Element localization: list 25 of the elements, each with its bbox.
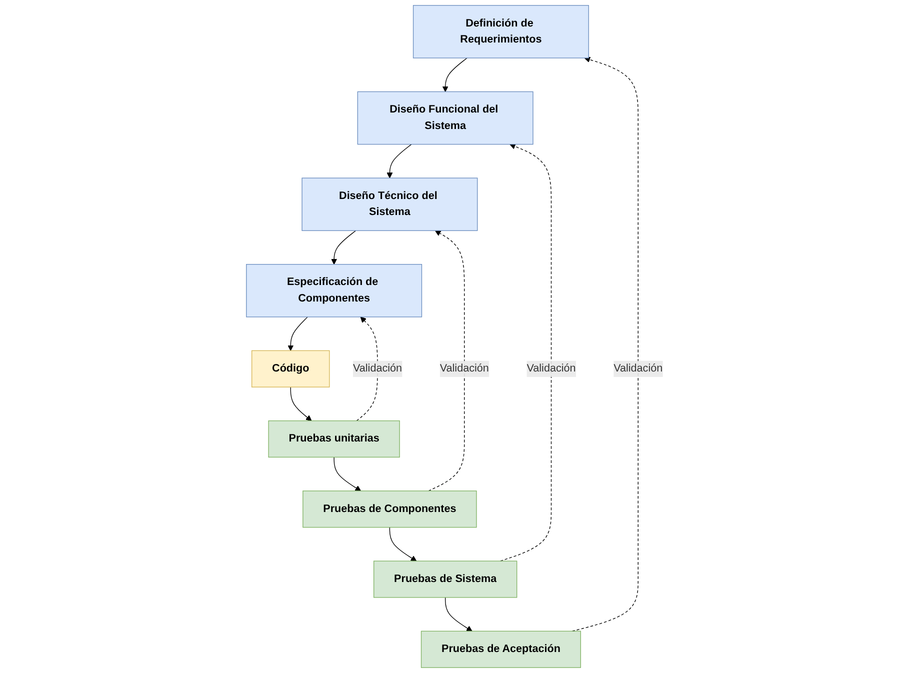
arrow	[388, 527, 416, 562]
arrow	[386, 144, 412, 178]
arrow	[356, 316, 378, 422]
arrow	[444, 597, 472, 632]
node-box: Definición de Requerimientos	[412, 5, 588, 58]
arrow	[290, 386, 312, 422]
node-box: Pruebas de Aceptación	[420, 630, 580, 668]
edge-label: Validación	[352, 362, 402, 374]
node-box: Código	[250, 350, 330, 388]
node-box: Especificación de Componentes	[246, 264, 422, 318]
node-box: Pruebas unitarias	[268, 420, 400, 458]
arrow	[442, 58, 467, 92]
node-box: Diseño Técnico del Sistema	[301, 178, 478, 231]
node-box: Diseño Funcional del Sistema	[356, 91, 533, 145]
edge-label: Validación	[439, 362, 488, 374]
node-box: Pruebas de Sistema	[372, 560, 517, 598]
edge-label: Validación	[613, 362, 662, 374]
arrow	[330, 230, 356, 265]
arrow	[499, 144, 552, 562]
arrow	[428, 230, 464, 492]
edge-label: Validación	[526, 362, 576, 374]
arrow	[287, 316, 308, 351]
node-box: Pruebas de Componentes	[302, 490, 476, 528]
arrow	[333, 456, 361, 492]
arrow	[571, 56, 638, 632]
